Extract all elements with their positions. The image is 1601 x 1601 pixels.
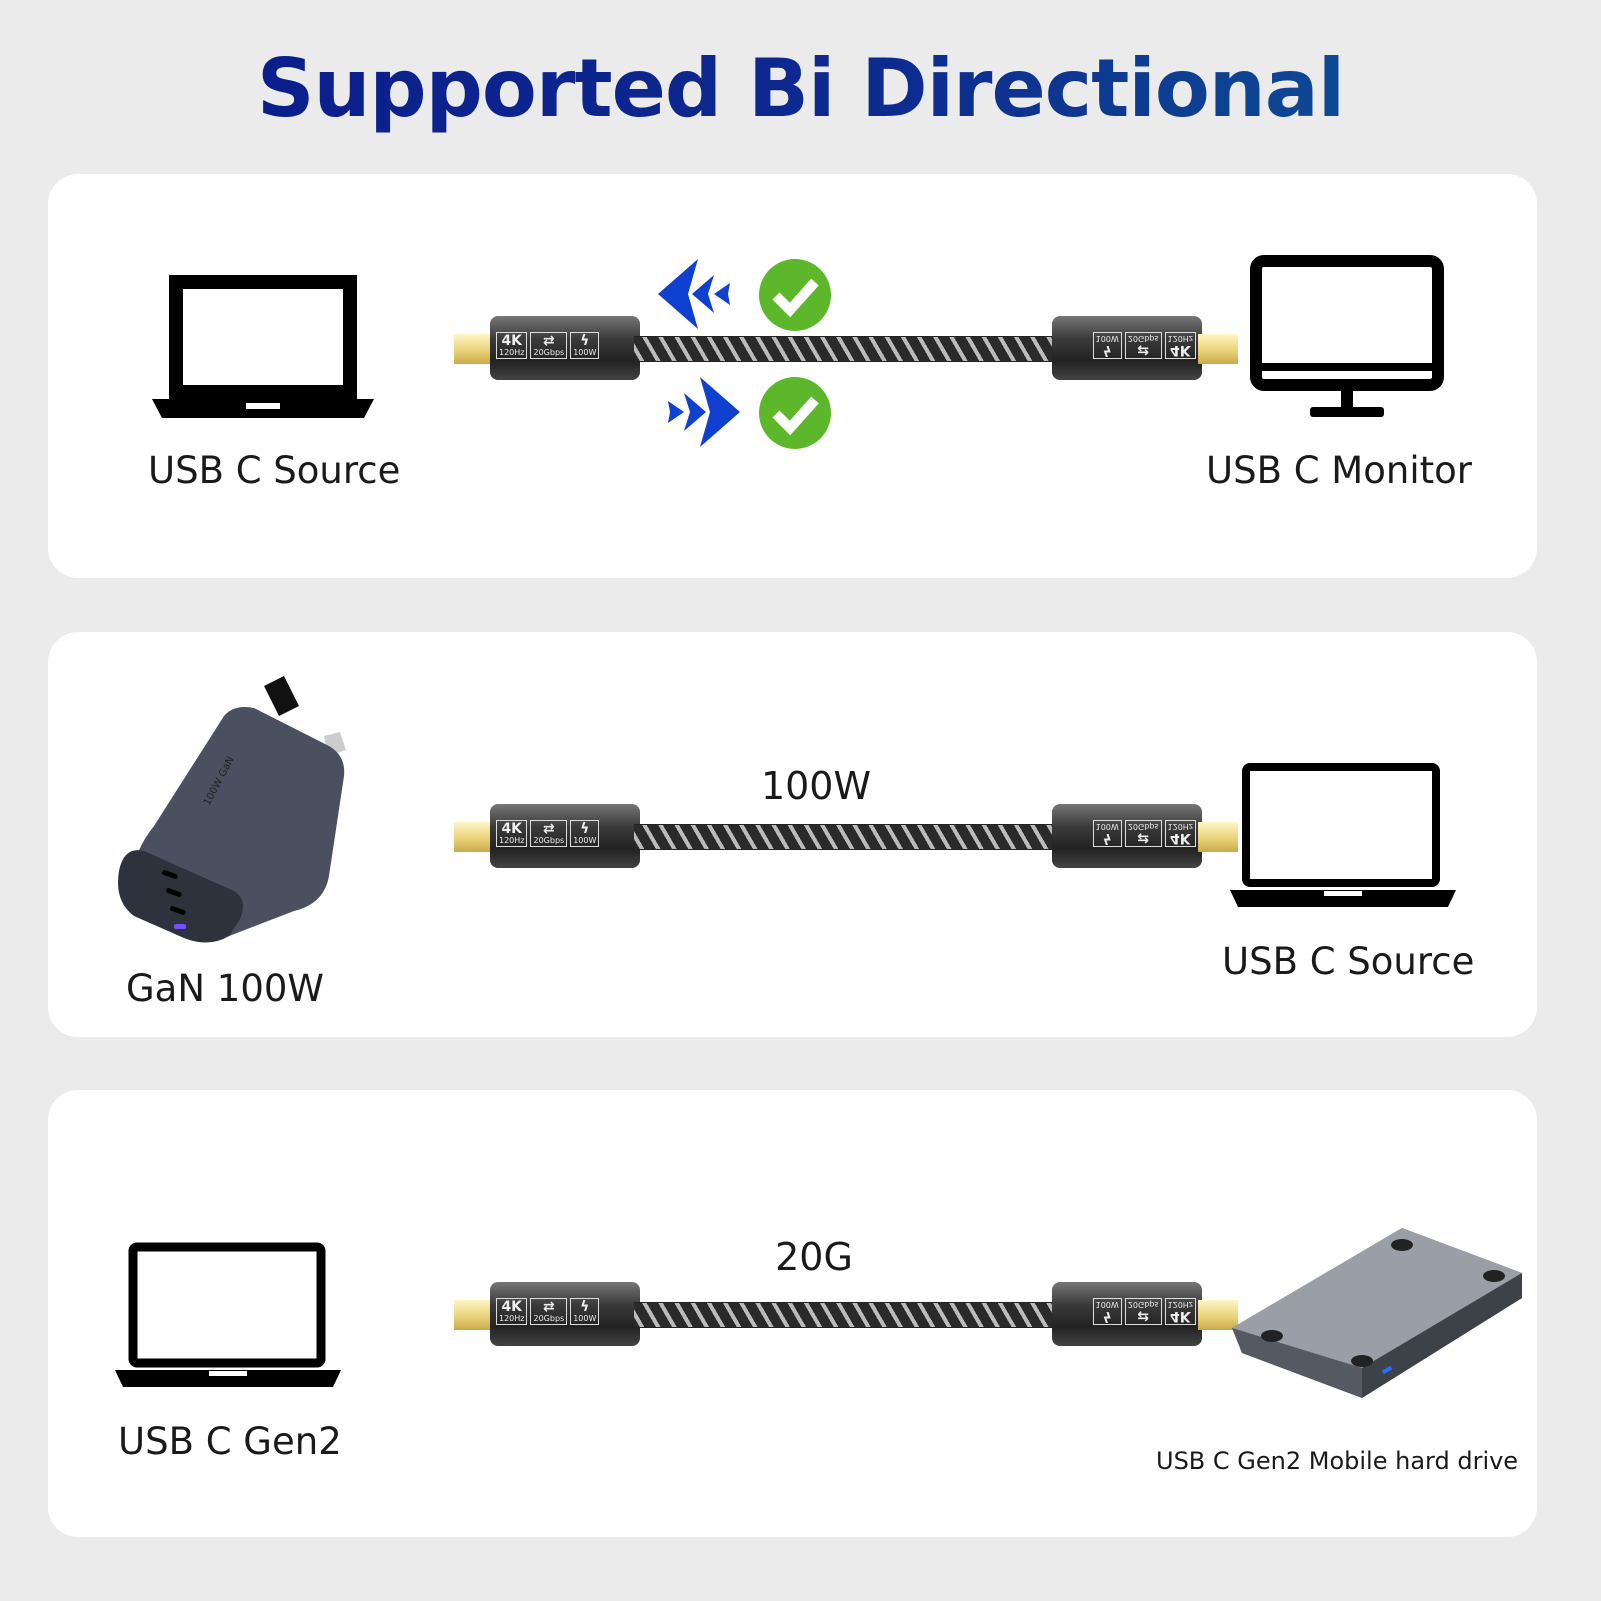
braided-cord xyxy=(634,824,1058,850)
speed-badge: ⇄20Gbps xyxy=(530,820,568,847)
braided-cord xyxy=(634,1302,1058,1328)
charger-image: 100W GaN xyxy=(118,676,346,943)
laptop-icon xyxy=(1230,763,1456,907)
power-label: 100W xyxy=(760,764,872,808)
laptop-icon xyxy=(115,1242,341,1387)
hard-drive-image xyxy=(1232,1228,1522,1398)
charger-label: GaN 100W xyxy=(126,967,324,1010)
speed-badge: ⇄20Gbps xyxy=(1124,1298,1162,1325)
arrow-right-icon xyxy=(668,377,740,447)
source-label: USB C Source xyxy=(1222,940,1475,983)
check-icon xyxy=(759,259,831,331)
speed-badge: ⇄20Gbps xyxy=(1124,820,1162,847)
usb-c-plug xyxy=(454,822,494,852)
usb-c-plug xyxy=(1198,822,1238,852)
usb-c-plug xyxy=(454,1300,494,1330)
braided-cord xyxy=(634,336,1058,362)
laptop-icon xyxy=(152,275,374,418)
arrow-left-icon xyxy=(658,259,730,329)
speed-badge: ⇄20Gbps xyxy=(530,1298,568,1325)
speed-badge: ⇄20Gbps xyxy=(530,332,568,359)
speed-badge: ⇄20Gbps xyxy=(1124,332,1162,359)
usb-c-plug xyxy=(1198,334,1238,364)
page-title: Supported Bi Directional xyxy=(0,42,1601,135)
check-icon xyxy=(759,377,831,449)
usb-c-plug xyxy=(454,334,494,364)
hard-drive-label: USB C Gen2 Mobile hard drive xyxy=(1156,1447,1519,1475)
speed-label: 20G xyxy=(775,1235,853,1279)
source-label: USB C Source xyxy=(148,449,401,492)
monitor-label: USB C Monitor xyxy=(1206,449,1472,492)
usb-c-plug xyxy=(1198,1300,1238,1330)
monitor-icon xyxy=(1250,255,1444,417)
gen2-label: USB C Gen2 xyxy=(118,1420,342,1463)
